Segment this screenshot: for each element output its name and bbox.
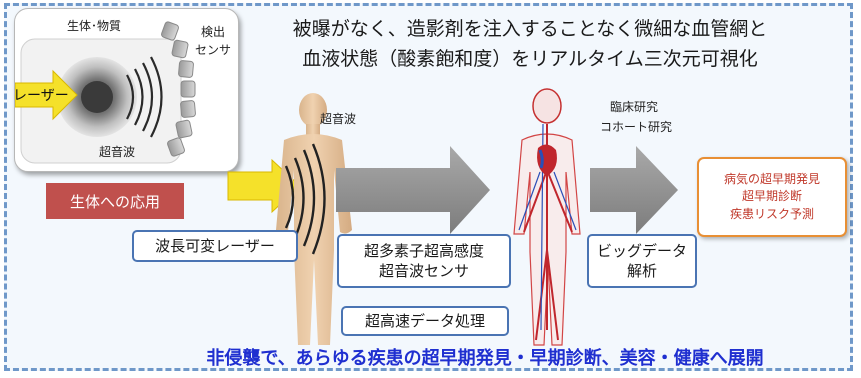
outcome-line-3: 疾患リスク予測 — [729, 206, 814, 221]
laser-component-box: 波長可変レーザー — [132, 230, 298, 262]
bigdata-component-box: ビッグデータ 解析 — [587, 234, 697, 288]
laser-label: レーザー — [14, 88, 69, 104]
body-ultrasound-label: 超音波 — [320, 112, 357, 126]
sensor-component-label-2: 超音波センサ — [378, 262, 469, 280]
processing-component-label: 超高速データ処理 — [364, 311, 485, 330]
process-arrow-2-icon — [590, 146, 678, 234]
outcome-line-1: 病気の超早期発見 — [723, 172, 820, 186]
bigdata-component-label-1: ビッグデータ — [596, 241, 687, 260]
sensor-label-2: センサ — [195, 43, 232, 57]
ultrasound-label: 超音波 — [99, 145, 136, 159]
headline-line-1: 被曝がなく、造影剤を注入することなく微細な血管網と — [292, 18, 768, 40]
device-graphic — [15, 21, 196, 164]
ultrasound-waves-icon — [126, 56, 163, 138]
sensor-component-label-1: 超多素子超高感度 — [363, 241, 484, 260]
application-label: 生体への応用 — [46, 183, 184, 219]
sensor-label-1: 検出 — [201, 25, 226, 39]
headline-line-2: 血液状態（酸素飽和度）をリアルタイム三次元可視化 — [302, 48, 758, 70]
laser-component-label: 波長可変レーザー — [155, 236, 275, 255]
body-ultrasound-waves-icon — [284, 143, 326, 255]
outcome-box: 病気の超早期発見 超早期診断 疾患リスク予測 — [697, 157, 847, 237]
bottom-slogan: 非侵襲で、あらゆる疾患の超早期発見・早期診断、美容・健康へ展開 — [206, 348, 764, 369]
sensor-component-box: 超多素子超高感度 超音波センサ — [337, 234, 511, 288]
bigdata-component-label-2: 解析 — [626, 262, 657, 280]
outcome-line-2: 超早期診断 — [741, 189, 802, 204]
processing-component-box: 超高速データ処理 — [341, 306, 509, 336]
process-arrow-1-icon — [336, 146, 490, 234]
human-body-icon — [276, 93, 352, 345]
vascular-system-icon — [513, 88, 581, 346]
clinical-research-label: 臨床研究 — [610, 100, 659, 114]
cohort-research-label: コホート研究 — [600, 120, 673, 134]
sensor-device-illustration: 生体･物質 検出 センサ レーザー 超音波 — [14, 8, 239, 172]
laser-arrow-icon — [15, 69, 78, 121]
detector-array-icon — [161, 21, 196, 157]
tissue-label: 生体･物質 — [67, 19, 122, 33]
